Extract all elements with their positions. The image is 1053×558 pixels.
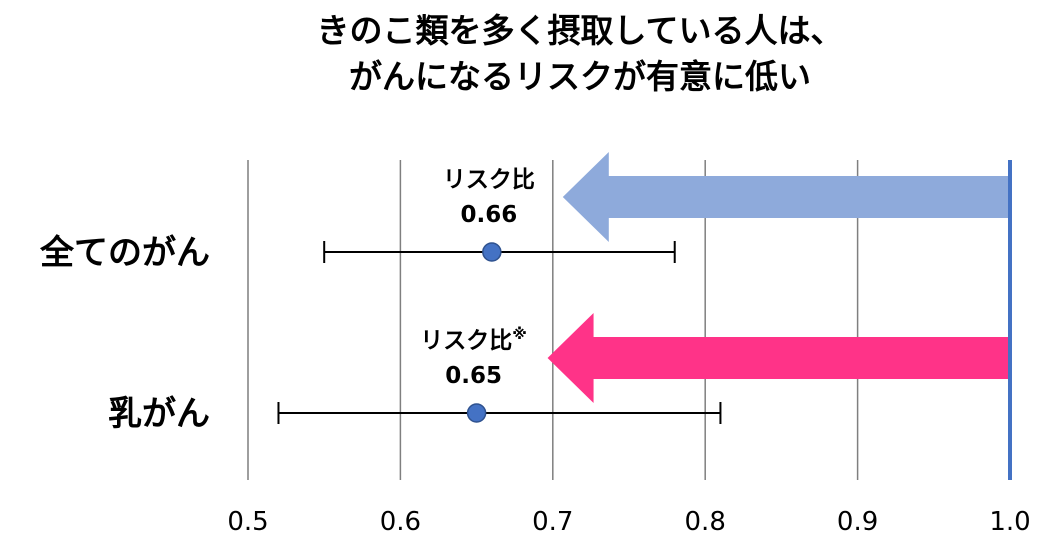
x-tick-label: 0.9 [837, 507, 878, 537]
category-label: 全てのがん [39, 233, 210, 273]
category-label: 乳がん [108, 394, 210, 434]
x-tick-label: 0.6 [380, 507, 421, 537]
x-tick-label: 1.0 [989, 507, 1030, 537]
point-estimate [482, 242, 502, 262]
risk-ratio-value: 0.66 [460, 202, 517, 228]
risk-ratio-value: 0.65 [445, 363, 502, 389]
point-estimate [466, 403, 487, 423]
chart-title: きのこ類を多く摂取している人は、 がんになるリスクが有意に低い [220, 8, 940, 100]
title-line-2: がんになるリスクが有意に低い [349, 57, 811, 96]
risk-ratio-label: リスク比 [443, 167, 535, 193]
x-tick-labels: 0.5 0.6 0.7 0.8 0.9 1.0 [227, 507, 1030, 537]
title-line-1: きのこ類を多く摂取している人は、 [316, 11, 844, 50]
footnote-mark: ※ [512, 325, 527, 343]
x-tick-label: 0.8 [685, 507, 726, 537]
risk-ratio-label: リスク比※ [420, 325, 527, 354]
rows: 全てのがん リスク比 0.66 乳がん リスク比※ 0.65 [39, 167, 722, 434]
x-tick-label: 0.5 [227, 507, 268, 537]
risk-arrow [562, 152, 1010, 242]
risk-arrow [547, 313, 1010, 403]
arrows [547, 152, 1010, 403]
x-tick-label: 0.7 [532, 507, 573, 537]
